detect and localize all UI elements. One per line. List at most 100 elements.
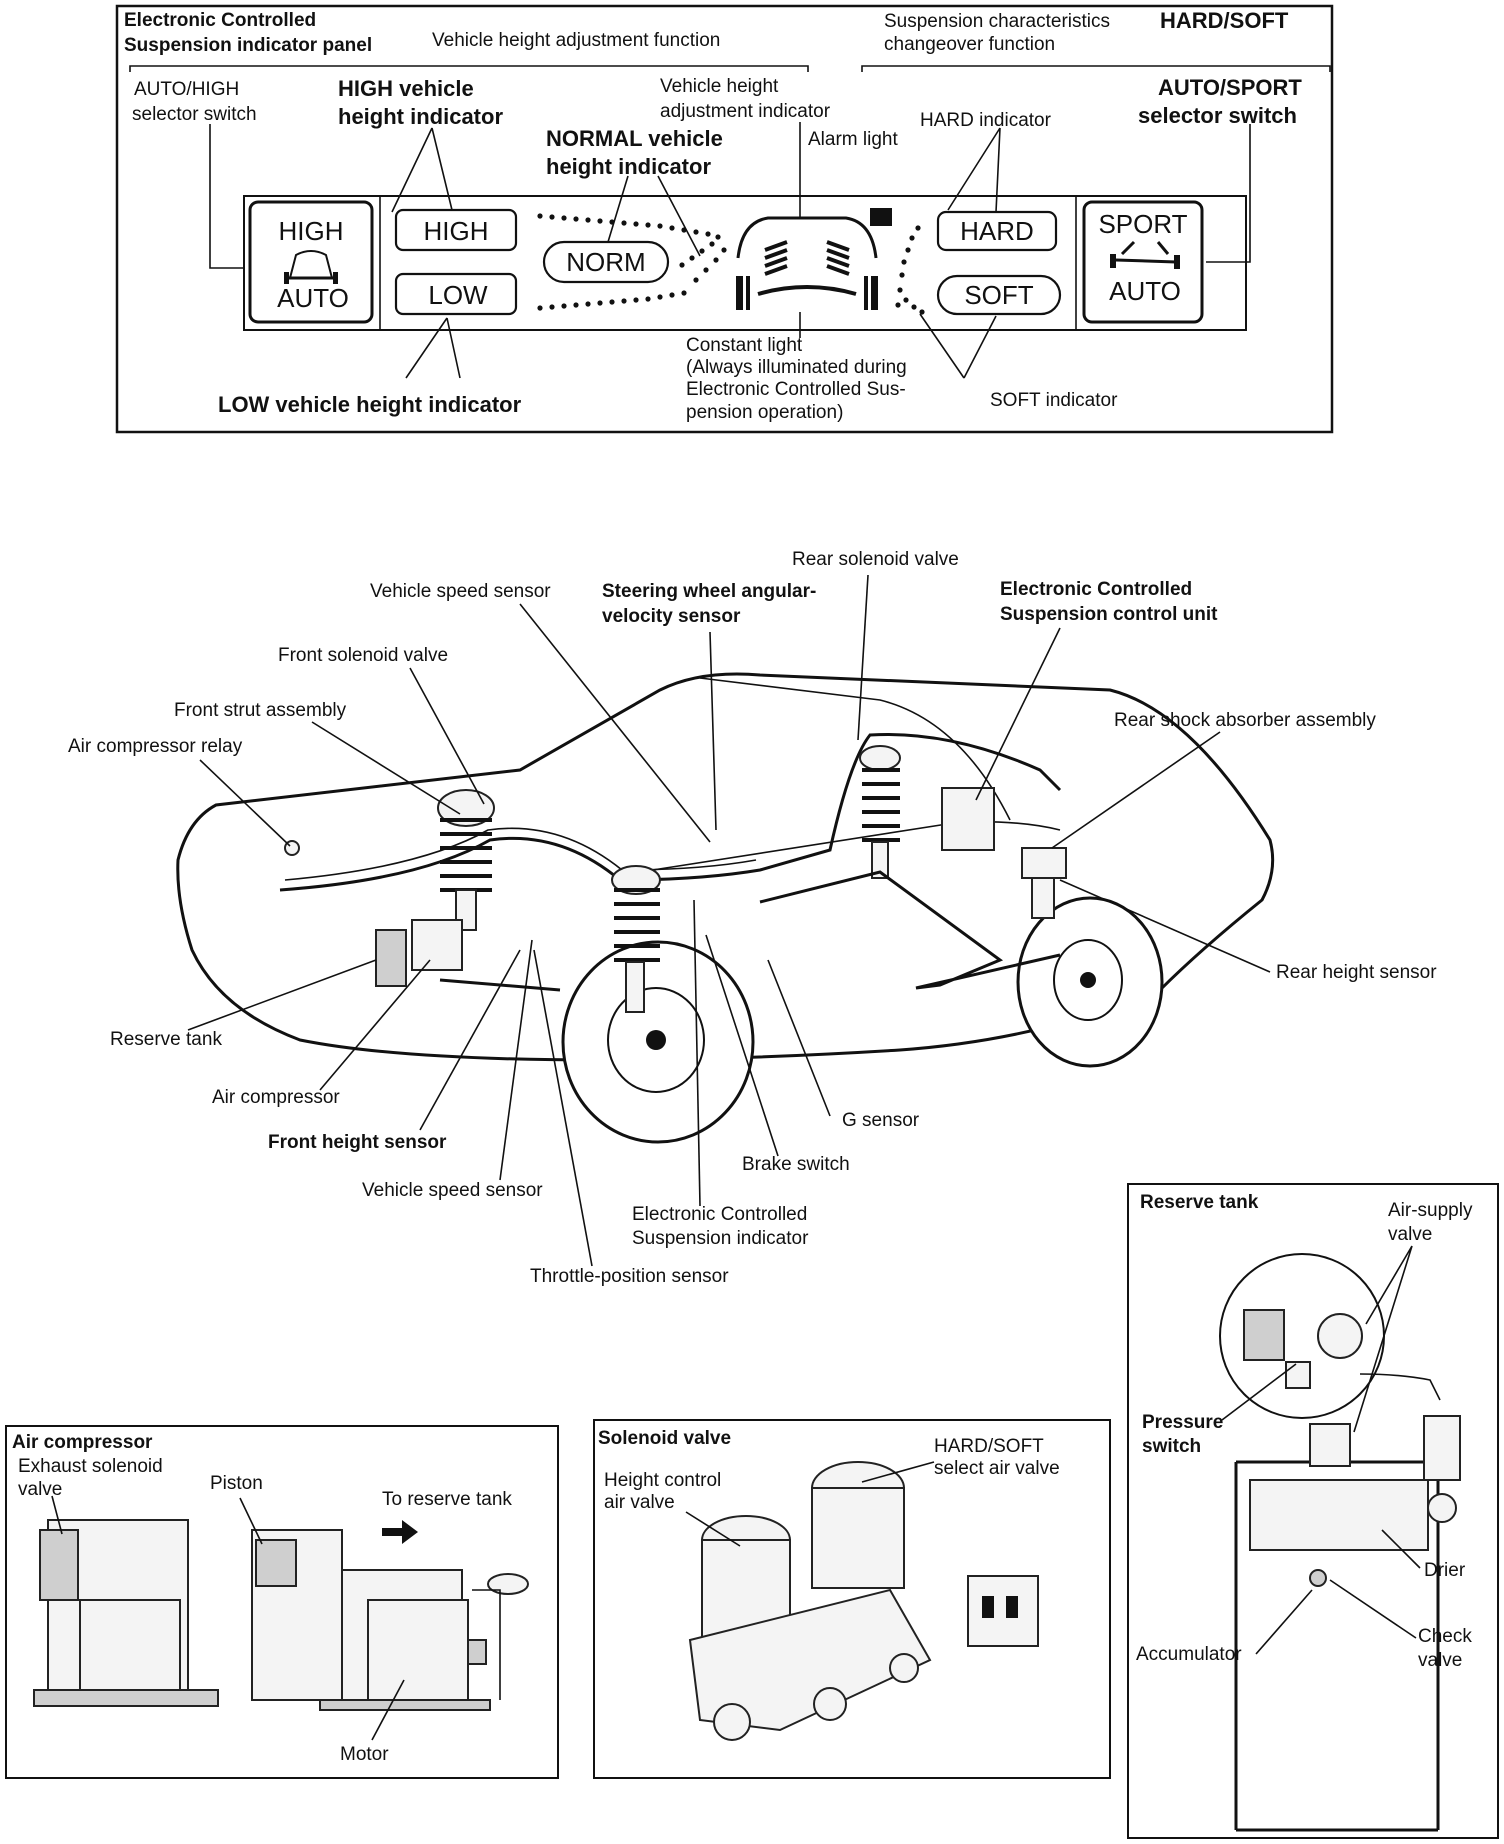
- eci-line2: Suspension indicator: [632, 1228, 809, 1249]
- front-strut: [437, 789, 495, 931]
- front-wheel: [561, 940, 755, 1144]
- normal-indicator-label-line2: height indicator: [546, 154, 711, 179]
- steering-sensor-line1: Steering wheel angular-: [602, 581, 816, 602]
- height-function-bracket: [129, 65, 809, 72]
- auto-sport-selector-switch[interactable]: SPORT AUTO: [1082, 200, 1204, 324]
- air-supply-line1: Air-supply: [1388, 1200, 1473, 1221]
- rear-shock: [859, 745, 901, 879]
- pressure-switch-line2: switch: [1142, 1436, 1201, 1457]
- hs-valve-line2: select air valve: [934, 1458, 1060, 1479]
- air-compressor-frame: [5, 1425, 559, 1779]
- height-dot-chains: [537, 213, 727, 311]
- to-reserve-label: To reserve tank: [382, 1489, 512, 1510]
- check-valve-line1: Check: [1418, 1626, 1472, 1647]
- hc-valve-line2: air valve: [604, 1492, 675, 1513]
- arrow-right-icon: [382, 1520, 418, 1544]
- air-compressor-label: Air compressor: [212, 1087, 340, 1108]
- solenoid-frame: [593, 1419, 1111, 1779]
- hard-soft-title: HARD/SOFT: [1160, 8, 1289, 33]
- constant-light-line3: Electronic Controlled Sus-: [686, 379, 906, 400]
- vehicle-height-icon: [284, 250, 338, 284]
- hc-valve-line1: Height control: [604, 1470, 721, 1491]
- steering-sensor-line2: velocity sensor: [602, 606, 741, 627]
- hard-soft-dot-chains: [895, 225, 925, 315]
- high-indicator-text: HIGH: [424, 216, 489, 246]
- soft-indicator: SOFT: [936, 274, 1062, 316]
- front-height-label: Front height sensor: [268, 1132, 447, 1153]
- ecu-line2: Suspension control unit: [1000, 604, 1218, 625]
- tank-leaders: [1221, 1245, 1421, 1655]
- rear-wheel: [1016, 896, 1164, 1068]
- normal-indicator-label-line1: NORMAL vehicle: [546, 126, 723, 151]
- relay-label: Air compressor relay: [68, 736, 243, 757]
- ecu-line1: Electronic Controlled: [1000, 579, 1192, 600]
- accumulator-label: Accumulator: [1136, 1644, 1242, 1665]
- susp-char-line1: Suspension characteristics: [884, 11, 1110, 32]
- panel-leader-lines: [209, 122, 1251, 379]
- switch-high-text: HIGH: [279, 216, 344, 246]
- hard-indicator: HARD: [936, 210, 1058, 252]
- g-sensor-label: G sensor: [842, 1110, 920, 1131]
- compressor-drawing: [33, 1519, 529, 1711]
- low-indicator-text: LOW: [428, 280, 488, 310]
- low-indicator: LOW: [394, 272, 518, 316]
- vh-adj-label-line2: adjustment indicator: [660, 101, 831, 122]
- panel-frame: [115, 4, 1334, 434]
- front-strut-right: [611, 865, 661, 1013]
- auto-sport-label-line1: AUTO/SPORT: [1158, 75, 1302, 100]
- reserve-tank-inset: Reserve tank Air-supply valve Pressure s…: [1127, 1183, 1499, 1839]
- ecs-control-unit: [941, 787, 995, 851]
- switch-auto2-text: AUTO: [1109, 276, 1181, 306]
- auto-high-label-line1: AUTO/HIGH: [134, 79, 239, 100]
- hard-indicator-text: HARD: [960, 216, 1034, 246]
- soft-indicator-text: SOFT: [964, 280, 1033, 310]
- alarm-light: [870, 208, 892, 226]
- reserve-tank-label: Reserve tank: [110, 1029, 222, 1050]
- solenoid-leaders: [685, 1461, 935, 1547]
- height-function-label: Vehicle height adjustment function: [432, 30, 720, 51]
- air-compressor-inset: Air compressor Exhaust solenoid valve Pi…: [5, 1425, 559, 1779]
- vss-bottom-label: Vehicle speed sensor: [362, 1180, 543, 1201]
- solenoid-drawing: [688, 1461, 1039, 1741]
- auto-high-label-line2: selector switch: [132, 104, 257, 125]
- check-valve-line2: valve: [1418, 1650, 1462, 1671]
- constant-light-line1: Constant light: [686, 335, 803, 356]
- susp-function-bracket: [861, 65, 1331, 72]
- eci-line1: Electronic Controlled: [632, 1204, 807, 1225]
- constant-light-line2: (Always illuminated during: [686, 357, 907, 378]
- rear-shock-right: [1021, 847, 1067, 919]
- drier-label: Drier: [1424, 1560, 1466, 1581]
- vh-adj-label-line1: Vehicle height: [660, 76, 779, 97]
- throttle-label: Throttle-position sensor: [530, 1266, 729, 1287]
- rear-shock-label: Rear shock absorber assembly: [1114, 710, 1376, 731]
- rear-solenoid-label: Rear solenoid valve: [792, 549, 959, 570]
- rear-height-label: Rear height sensor: [1276, 962, 1437, 983]
- air-pipe-main: [279, 732, 1062, 892]
- auto-high-selector-switch[interactable]: HIGH AUTO: [248, 200, 374, 324]
- high-indicator-label-line2: height indicator: [338, 104, 503, 129]
- front-solenoid-label: Front solenoid valve: [278, 645, 448, 666]
- air-supply-line2: valve: [1388, 1224, 1432, 1245]
- solenoid-valve-inset: Solenoid valve HARD/SOFT select air valv…: [593, 1419, 1111, 1779]
- front-strut-label: Front strut assembly: [174, 700, 347, 721]
- brake-switch-label: Brake switch: [742, 1154, 850, 1175]
- car-belt-line: [639, 820, 1061, 873]
- reserve-tank-frame: [1127, 1183, 1499, 1839]
- panel-title-line1: Electronic Controlled: [124, 10, 316, 31]
- piston-label: Piston: [210, 1473, 263, 1494]
- shock-absorber-icon: [1110, 240, 1180, 269]
- soft-indicator-label: SOFT indicator: [990, 390, 1118, 411]
- hs-valve-line1: HARD/SOFT: [934, 1436, 1044, 1457]
- car-leader-lines: [187, 574, 1271, 1267]
- reserve-tank-part: [375, 929, 407, 987]
- reserve-tank-title: Reserve tank: [1140, 1192, 1259, 1213]
- vehicle-layout-figure: Rear solenoid valve Vehicle speed sensor…: [68, 549, 1437, 1287]
- switch-sport-text: SPORT: [1098, 209, 1187, 239]
- vss-top-label: Vehicle speed sensor: [370, 581, 551, 602]
- panel-title-line2: Suspension indicator panel: [124, 35, 372, 56]
- susp-char-line2: changeover function: [884, 34, 1055, 55]
- car-body-outline: [176, 672, 1275, 1062]
- pressure-switch-line1: Pressure: [1142, 1412, 1223, 1433]
- normal-indicator: NORM: [542, 240, 670, 284]
